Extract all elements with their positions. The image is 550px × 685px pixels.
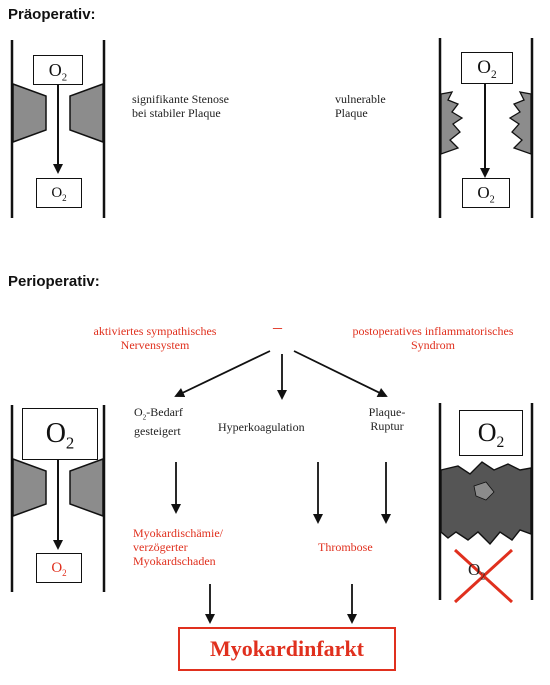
thrombosis-label: Thrombose [318, 540, 373, 554]
flow-arrows [171, 350, 391, 624]
stable-plaque-left [12, 457, 47, 518]
demand-label: O2-Bedarf gesteigert [134, 405, 183, 439]
arrow-to-rupture [293, 350, 388, 397]
vulnerable-vessel-preop [438, 38, 534, 218]
o2-box-preop-top-right: O2 [461, 52, 513, 84]
stable-vessel-preop [10, 40, 106, 218]
vulnerable-plaque-label: vulnerable Plaque [335, 92, 386, 120]
stable-plaque-right [69, 457, 104, 518]
o2-blocked-label: O2 [468, 560, 486, 583]
o2-box-periop-top-left: O2 [22, 408, 98, 460]
arrow-to-demand [174, 350, 271, 398]
myocardial-infarction-box: Myokardinfarkt [178, 627, 396, 671]
o2-box-periop-bottom-left: O2 [36, 553, 82, 583]
plaque-fragment [473, 481, 495, 501]
hypercoagulation-label: Hyperkoagulation [218, 420, 305, 434]
ischemia-label: Myokardischämie/ verzögerter Myokardscha… [133, 526, 223, 568]
stable-plaque-left [12, 82, 47, 144]
stenosis-label: signifikante Stenose bei stabiler Plaque [132, 92, 229, 120]
inflammatory-label: postoperatives inflammatorisches Syndrom [352, 324, 514, 352]
preoperative-heading: Präoperativ: [8, 6, 96, 23]
perioperative-heading: Perioperativ: [8, 273, 100, 290]
o2-box-preop-bottom-right: O2 [462, 178, 510, 208]
vulnerable-plaque-left [440, 91, 464, 155]
sympathetic-label: aktiviertes sympathisches Nervensystem [93, 324, 217, 352]
vulnerable-plaque-right [508, 91, 532, 155]
ruptured-vessel-periop [438, 403, 534, 604]
stable-plaque-right [69, 82, 104, 144]
o2-box-periop-top-right: O2 [459, 410, 523, 456]
cause-dash: – [273, 317, 282, 337]
o2-box-preop-bottom-left: O2 [36, 178, 82, 208]
stable-vessel-periop [10, 405, 106, 592]
o2-box-preop-top-left: O2 [33, 55, 83, 85]
blocked-cross-line-2 [453, 548, 514, 604]
thrombus-mass [440, 461, 532, 546]
rupture-label: Plaque- Ruptur [368, 405, 406, 433]
